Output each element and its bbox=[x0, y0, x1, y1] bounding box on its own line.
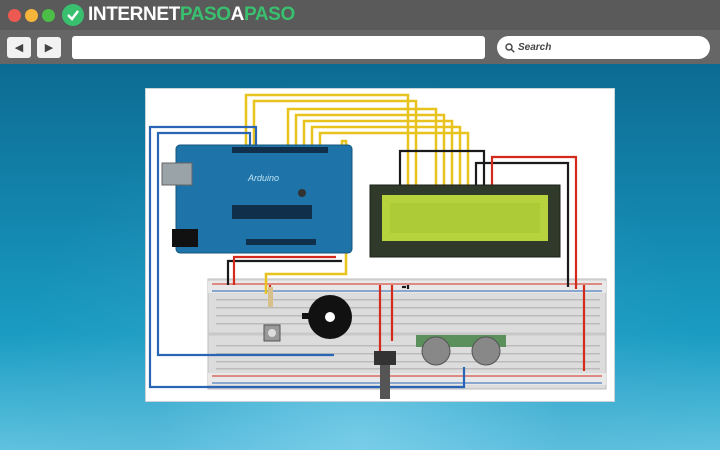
back-button[interactable]: ◀ bbox=[7, 37, 31, 58]
arduino-board: Arduino bbox=[161, 144, 353, 254]
yellow-wires bbox=[244, 93, 470, 294]
push-button bbox=[263, 324, 281, 342]
logo-text: INTERNETPASOAPASO bbox=[88, 4, 295, 26]
back-icon: ◀ bbox=[14, 42, 24, 54]
address-bar[interactable] bbox=[72, 36, 485, 59]
logo-text-a: A bbox=[230, 4, 245, 25]
browser-toolbar: ◀ ▶ Search bbox=[0, 30, 720, 64]
piezo-buzzer bbox=[302, 295, 352, 339]
title-bar: INTERNETPASOAPASO bbox=[0, 0, 720, 30]
search-icon bbox=[505, 42, 515, 53]
logo-icon bbox=[62, 4, 84, 26]
maximize-window-button[interactable] bbox=[42, 9, 55, 22]
lcd-display bbox=[369, 184, 561, 258]
circuit-diagram: Arduino bbox=[145, 88, 615, 402]
red-wires bbox=[232, 155, 586, 371]
close-window-button[interactable] bbox=[8, 9, 21, 22]
potentiometer bbox=[374, 351, 396, 399]
resistor bbox=[268, 287, 273, 307]
forward-icon: ▶ bbox=[44, 42, 54, 54]
arduino-label: Arduino bbox=[247, 173, 279, 183]
logo-text-paso: PASO bbox=[179, 4, 231, 25]
black-wires bbox=[226, 149, 570, 289]
search-label: Search bbox=[518, 42, 552, 53]
forward-button[interactable]: ▶ bbox=[37, 37, 61, 58]
breadboard bbox=[207, 278, 607, 390]
blue-wires bbox=[148, 125, 466, 389]
site-logo[interactable]: INTERNETPASOAPASO bbox=[62, 4, 295, 26]
circuit-svg: Arduino bbox=[148, 93, 607, 399]
logo-text-internet: INTERNET bbox=[88, 4, 180, 25]
minimize-window-button[interactable] bbox=[25, 9, 38, 22]
logo-text-paso2: PASO bbox=[243, 4, 295, 25]
ultrasonic-sensor bbox=[416, 335, 506, 366]
search-box[interactable]: Search bbox=[497, 36, 710, 59]
